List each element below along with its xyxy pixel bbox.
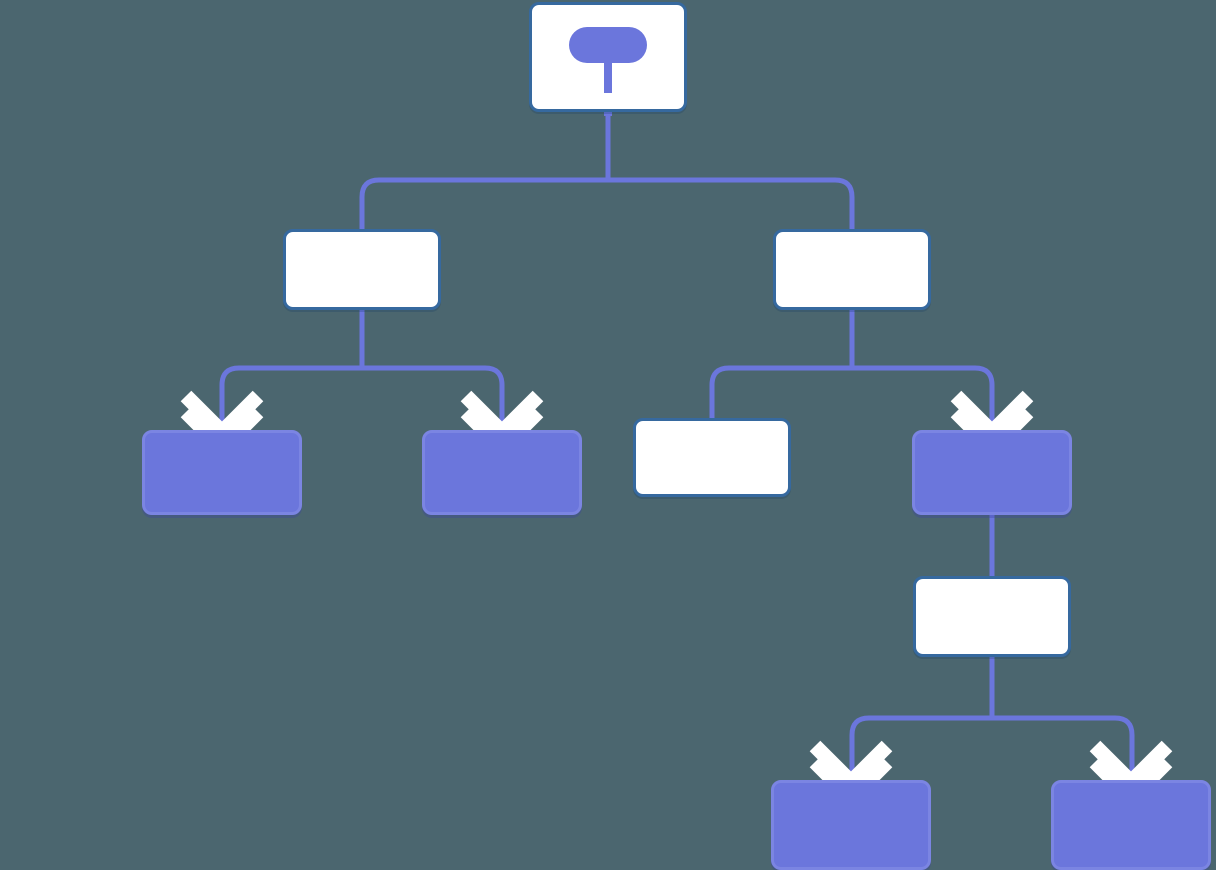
diagram-node-n5[interactable] xyxy=(633,418,791,497)
connector-edge xyxy=(849,657,995,780)
connector-edge xyxy=(359,112,611,229)
diagram-node-n7[interactable] xyxy=(913,576,1071,657)
connector-edge xyxy=(359,310,505,430)
connector-edge xyxy=(709,310,855,418)
connector-edge xyxy=(219,310,365,430)
connector-edge xyxy=(849,310,995,430)
connector-edge xyxy=(989,657,1135,780)
diagram-node-n9[interactable] xyxy=(1051,780,1211,870)
diagram-node-n8[interactable] xyxy=(771,780,931,870)
diagram-node-n2[interactable] xyxy=(773,229,931,310)
diagram-node-n6[interactable] xyxy=(912,430,1072,515)
diagram-node-n1[interactable] xyxy=(283,229,441,310)
connector-edge xyxy=(605,112,855,229)
diagram-node-n3[interactable] xyxy=(142,430,302,515)
root-stem-icon xyxy=(604,44,612,93)
diagram-node-n0[interactable] xyxy=(529,2,687,112)
diagram-node-n4[interactable] xyxy=(422,430,582,515)
